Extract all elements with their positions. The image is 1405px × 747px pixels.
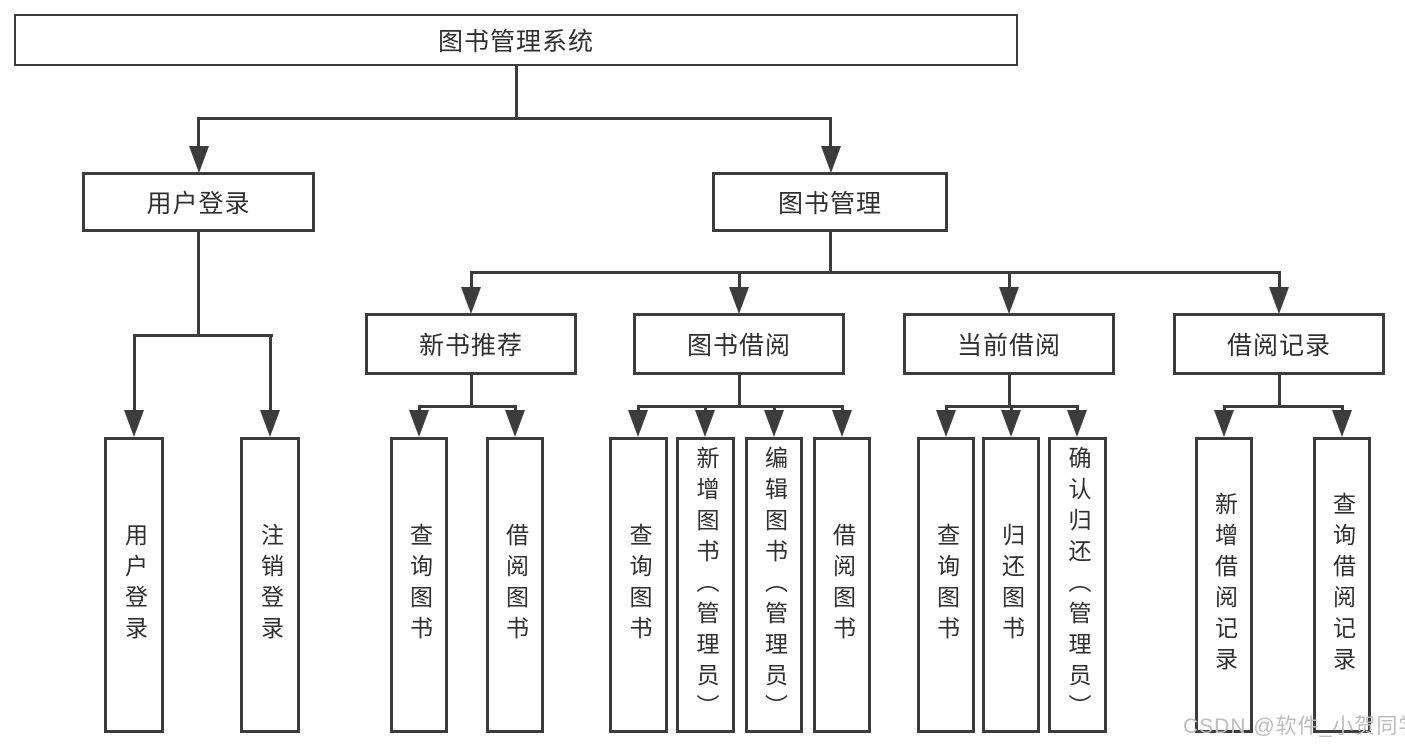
leaf-borrow-books-2: 借阅图书 bbox=[813, 437, 871, 733]
leaf-logout: 注销登录 bbox=[240, 437, 300, 733]
arrow-down-icon bbox=[1214, 410, 1234, 437]
connector-book-mgmt-bar bbox=[470, 271, 1281, 274]
arrow-down-icon bbox=[461, 287, 481, 314]
leaf-query-books-1: 查询图书 bbox=[390, 437, 448, 733]
leaf-edit-books-admin: 编辑图书（管理员） bbox=[745, 437, 803, 733]
leaf-user-login: 用户登录 bbox=[104, 437, 164, 733]
leaf-borrow-books-1-label: 借阅图书 bbox=[502, 523, 529, 647]
connector-subtree-bar bbox=[637, 405, 844, 408]
node-current-borrowing-label: 当前借阅 bbox=[956, 332, 1061, 360]
node-user-login: 用户登录 bbox=[82, 172, 315, 232]
arrow-down-icon bbox=[821, 146, 841, 173]
arrow-down-icon bbox=[695, 410, 715, 437]
connector-l3-drop bbox=[1278, 271, 1281, 291]
arrow-down-icon bbox=[124, 410, 144, 437]
leaf-logout-label: 注销登录 bbox=[257, 523, 284, 647]
connector-subtree-bar bbox=[1223, 405, 1344, 408]
connector-user-login-drop bbox=[197, 117, 200, 148]
connector-leaf-drop bbox=[269, 334, 272, 414]
connector-user-login-bar bbox=[133, 334, 273, 337]
connector-root-stem bbox=[515, 64, 518, 119]
connector-leaf-drop bbox=[133, 334, 136, 414]
leaf-query-books-3-label: 查询图书 bbox=[933, 523, 960, 647]
arrow-down-icon bbox=[1269, 287, 1289, 314]
arrow-down-icon bbox=[260, 410, 280, 437]
leaf-return-books: 归还图书 bbox=[982, 437, 1040, 733]
leaf-query-books-2-label: 查询图书 bbox=[626, 523, 652, 647]
connector-book-mgmt-stem bbox=[829, 230, 832, 273]
leaf-return-books-label: 归还图书 bbox=[998, 523, 1025, 647]
leaf-confirm-return-admin: 确认归还（管理员） bbox=[1048, 437, 1107, 733]
leaf-query-books-1-label: 查询图书 bbox=[406, 523, 433, 647]
node-new-book-recommend-label: 新书推荐 bbox=[418, 332, 523, 360]
arrow-down-icon bbox=[1332, 410, 1352, 437]
arrow-down-icon bbox=[936, 410, 956, 437]
node-library-system-label: 图书管理系统 bbox=[437, 28, 594, 56]
arrow-down-icon bbox=[1001, 410, 1021, 437]
arrow-down-icon bbox=[505, 410, 525, 437]
connector-subtree-stem bbox=[470, 373, 473, 407]
leaf-borrow-books-1: 借阅图书 bbox=[486, 437, 544, 733]
connector-l3-drop bbox=[738, 271, 741, 291]
leaf-user-login-label: 用户登录 bbox=[121, 523, 148, 647]
connector-subtree-stem bbox=[1008, 373, 1011, 407]
leaf-borrow-books-2-label: 借阅图书 bbox=[829, 523, 856, 647]
connector-subtree-stem bbox=[1278, 373, 1281, 407]
leaf-add-borrow-record: 新增借阅记录 bbox=[1195, 437, 1253, 733]
connector-subtree-bar bbox=[418, 405, 517, 408]
node-book-borrowing: 图书借阅 bbox=[633, 313, 845, 375]
arrow-down-icon bbox=[999, 287, 1019, 314]
leaf-confirm-return-admin-label: 确认归还（管理员） bbox=[1065, 445, 1091, 725]
leaf-query-borrow-record-label: 查询借阅记录 bbox=[1329, 492, 1356, 678]
leaf-add-books-admin: 新增图书（管理员） bbox=[676, 437, 735, 733]
node-new-book-recommend: 新书推荐 bbox=[365, 313, 577, 375]
node-library-system: 图书管理系统 bbox=[14, 14, 1018, 66]
node-current-borrowing: 当前借阅 bbox=[903, 313, 1115, 375]
leaf-query-books-2: 查询图书 bbox=[609, 437, 668, 733]
leaf-add-books-admin-label: 新增图书（管理员） bbox=[693, 445, 719, 725]
arrow-down-icon bbox=[1067, 410, 1087, 437]
node-book-borrowing-label: 图书借阅 bbox=[686, 332, 791, 360]
leaf-add-borrow-record-label: 新增借阅记录 bbox=[1211, 492, 1238, 678]
connector-root-bar bbox=[197, 117, 832, 120]
csdn-watermark: CSDN @软件_小贺同学 bbox=[1183, 715, 1405, 738]
connector-user-login-stem bbox=[197, 230, 200, 336]
arrow-down-icon bbox=[832, 410, 852, 437]
arrow-down-icon bbox=[189, 146, 209, 173]
connector-l3-drop bbox=[470, 271, 473, 291]
arrow-down-icon bbox=[729, 287, 749, 314]
connector-l3-drop bbox=[1008, 271, 1011, 291]
arrow-down-icon bbox=[409, 410, 429, 437]
arrow-down-icon bbox=[764, 410, 784, 437]
node-borrowing-records: 借阅记录 bbox=[1173, 313, 1385, 375]
node-book-management-label: 图书管理 bbox=[777, 190, 882, 218]
node-borrowing-records-label: 借阅记录 bbox=[1226, 332, 1331, 360]
node-user-login-label: 用户登录 bbox=[146, 190, 251, 218]
node-book-management: 图书管理 bbox=[712, 172, 948, 232]
leaf-query-borrow-record: 查询借阅记录 bbox=[1313, 437, 1371, 733]
connector-subtree-stem bbox=[738, 373, 741, 407]
leaf-query-books-3: 查询图书 bbox=[917, 437, 975, 733]
connector-book-mgmt-drop bbox=[829, 117, 832, 148]
leaf-edit-books-admin-label: 编辑图书（管理员） bbox=[761, 445, 788, 725]
arrow-down-icon bbox=[628, 410, 648, 437]
